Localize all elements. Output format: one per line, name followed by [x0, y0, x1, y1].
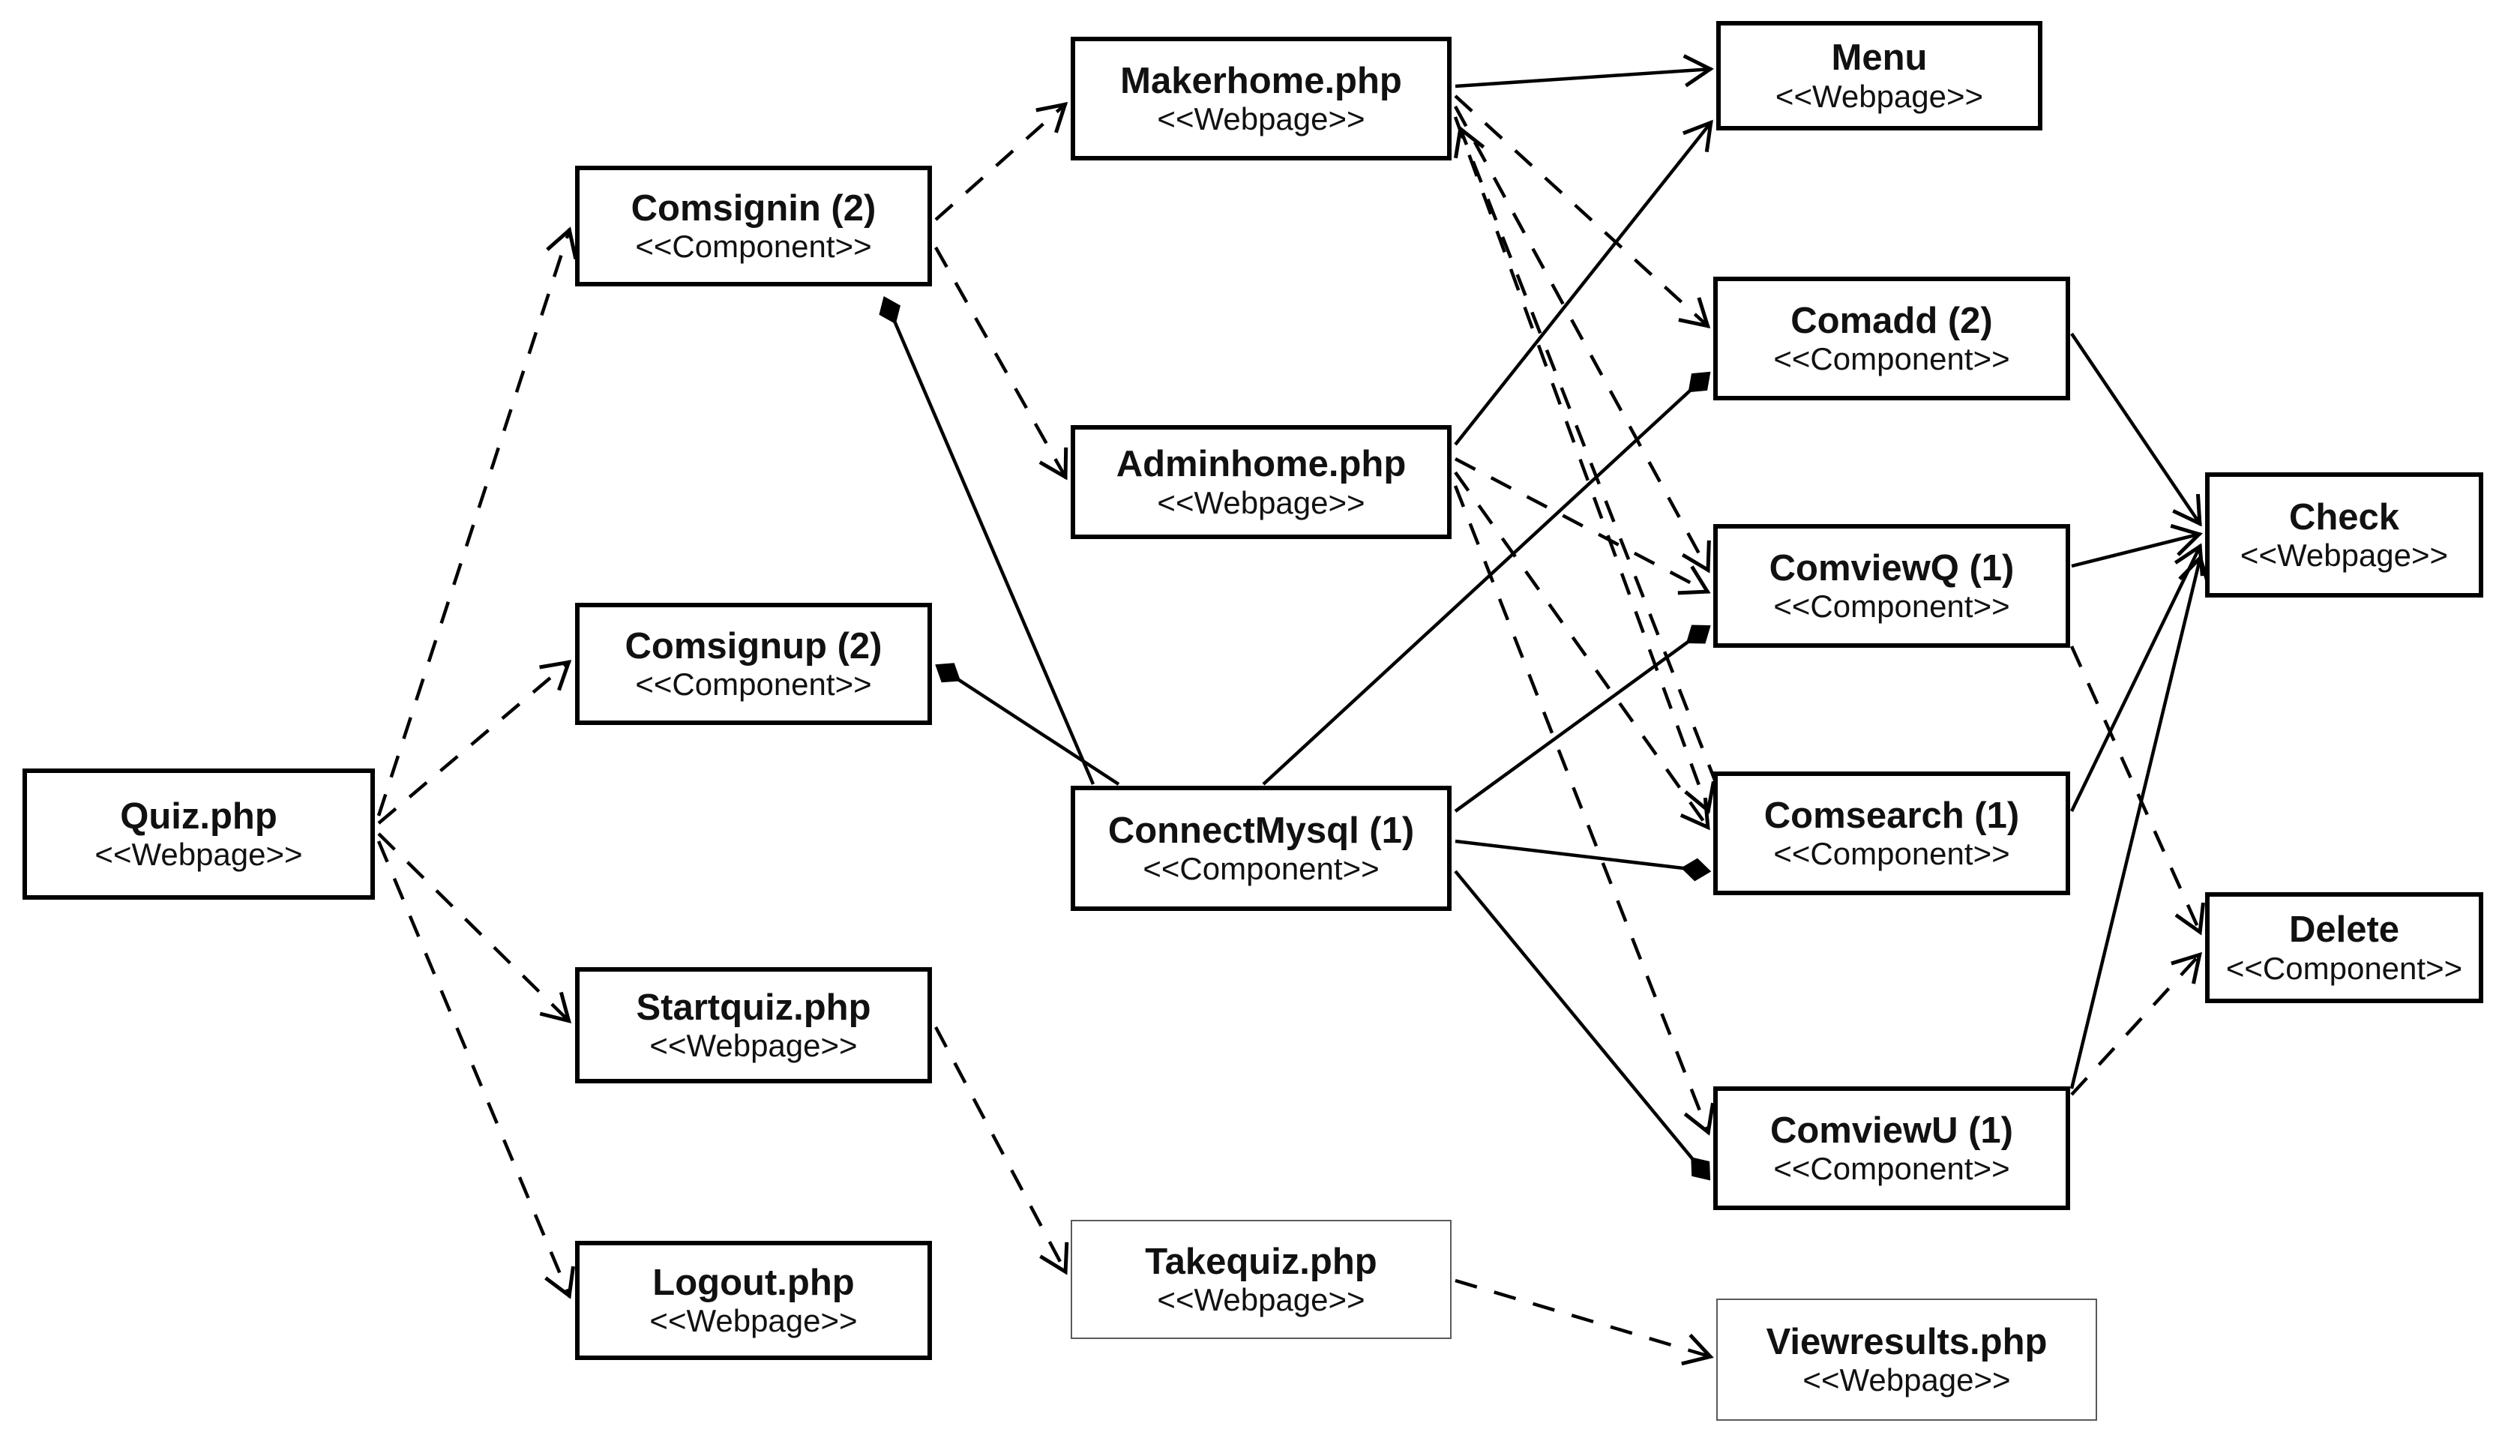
node-comsignin-stereotype: <<Component>> [635, 229, 872, 265]
node-makerhome: Makerhome.php <<Webpage>> [1071, 37, 1452, 160]
node-delete-stereotype: <<Component>> [2225, 950, 2463, 986]
node-comviewq: ComviewQ (1) <<Component>> [1713, 524, 2070, 648]
node-connectmysql: ConnectMysql (1) <<Component>> [1071, 786, 1452, 911]
node-adminhome-title: Adminhome.php [1116, 444, 1407, 485]
node-logout-stereotype: <<Webpage>> [649, 1303, 858, 1339]
node-comviewu-title: ComviewU (1) [1769, 1110, 2013, 1151]
node-makerhome-stereotype: <<Webpage>> [1157, 101, 1365, 137]
node-adminhome: Adminhome.php <<Webpage>> [1071, 425, 1452, 539]
node-comsearch: Comsearch (1) <<Component>> [1713, 771, 2070, 895]
node-menu-stereotype: <<Webpage>> [1775, 78, 1984, 114]
node-check: Check <<Webpage>> [2205, 472, 2483, 598]
node-takequiz-title: Takequiz.php [1145, 1241, 1377, 1282]
node-connectmysql-title: ConnectMysql (1) [1107, 810, 1415, 851]
composition-edges [879, 295, 1712, 1181]
node-delete-title: Delete [2288, 909, 2400, 951]
node-comsignin-title: Comsignin (2) [631, 187, 876, 229]
node-takequiz-stereotype: <<Webpage>> [1157, 1282, 1365, 1318]
node-comadd-stereotype: <<Component>> [1773, 341, 2010, 377]
node-makerhome-title: Makerhome.php [1120, 60, 1402, 101]
node-comadd-title: Comadd (2) [1790, 300, 1993, 341]
node-quiz-title: Quiz.php [120, 795, 277, 837]
node-check-stereotype: <<Webpage>> [2240, 538, 2449, 574]
node-menu-title: Menu [1831, 37, 1928, 79]
node-comviewq-stereotype: <<Component>> [1773, 589, 2010, 625]
node-quiz-stereotype: <<Webpage>> [94, 837, 303, 873]
node-comviewu: ComviewU (1) <<Component>> [1713, 1086, 2070, 1210]
node-comsearch-title: Comsearch (1) [1763, 795, 2020, 836]
node-viewresults: Viewresults.php <<Webpage>> [1716, 1299, 2097, 1421]
node-comsignin: Comsignin (2) <<Component>> [575, 166, 932, 286]
node-comsearch-stereotype: <<Component>> [1773, 836, 2010, 872]
node-comviewu-stereotype: <<Component>> [1773, 1151, 2010, 1187]
node-delete: Delete <<Component>> [2205, 892, 2483, 1003]
node-comsignup-title: Comsignup (2) [625, 625, 882, 667]
node-adminhome-stereotype: <<Webpage>> [1157, 484, 1365, 520]
node-startquiz-stereotype: <<Webpage>> [649, 1028, 858, 1064]
node-viewresults-title: Viewresults.php [1766, 1321, 2048, 1362]
node-comsignup: Comsignup (2) <<Component>> [575, 603, 932, 725]
node-comadd: Comadd (2) <<Component>> [1713, 277, 2070, 400]
node-startquiz: Startquiz.php <<Webpage>> [575, 967, 932, 1083]
node-startquiz-title: Startquiz.php [636, 987, 871, 1028]
node-viewresults-stereotype: <<Webpage>> [1802, 1362, 2011, 1398]
node-logout: Logout.php <<Webpage>> [575, 1241, 932, 1360]
dashed-dependency-edges [376, 94, 2205, 1366]
node-menu: Menu <<Webpage>> [1716, 21, 2042, 130]
solid-association-edges [1454, 54, 2211, 1089]
node-logout-title: Logout.php [652, 1262, 855, 1303]
node-check-title: Check [2288, 496, 2400, 538]
node-connectmysql-stereotype: <<Component>> [1143, 851, 1380, 887]
node-comsignup-stereotype: <<Component>> [635, 667, 872, 703]
node-takequiz: Takequiz.php <<Webpage>> [1071, 1220, 1452, 1339]
node-quiz: Quiz.php <<Webpage>> [22, 768, 375, 900]
node-comviewq-title: ComviewQ (1) [1769, 547, 2015, 589]
